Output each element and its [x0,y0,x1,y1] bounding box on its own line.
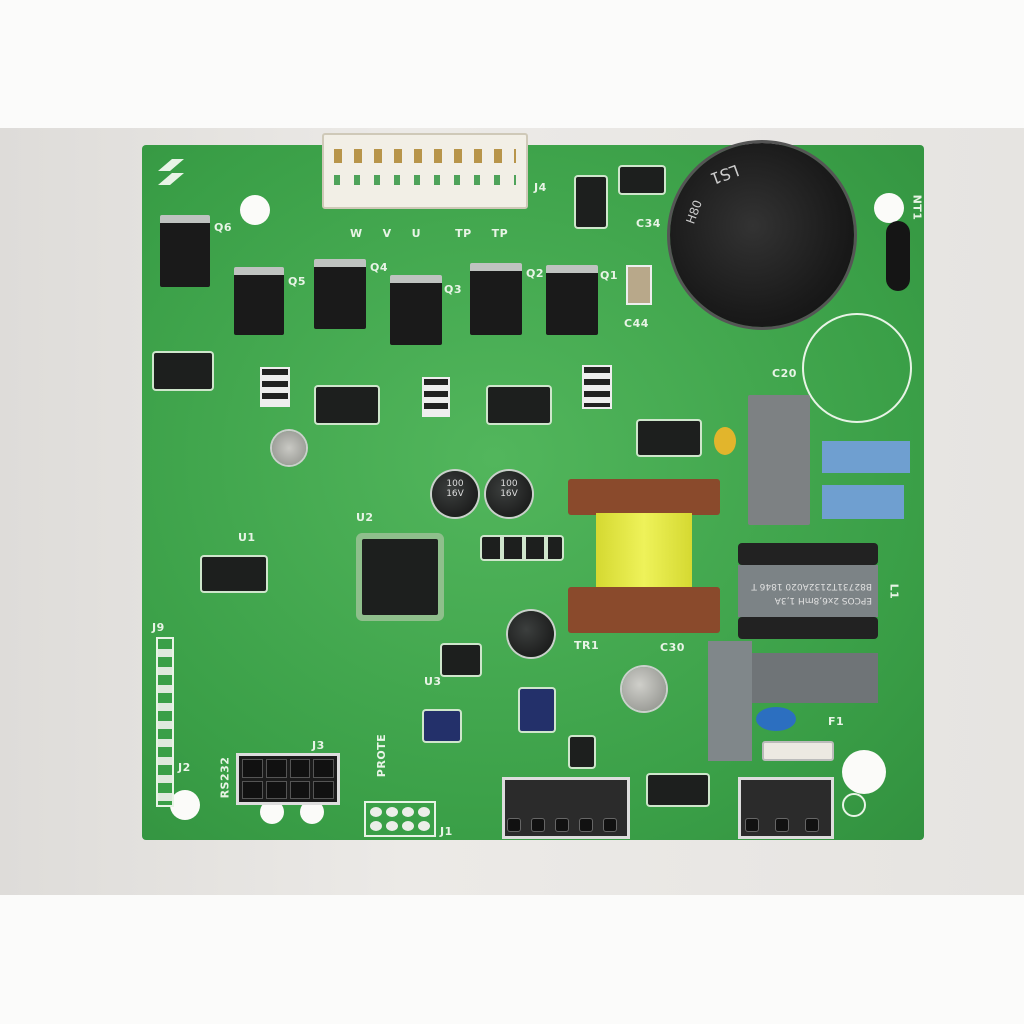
electrolytic-capacitor [272,431,306,465]
connector-j4 [322,133,528,209]
label-l1: L1 [887,583,901,600]
ic [648,775,708,805]
capacitor-c20-outline [802,313,912,423]
bulk-capacitor: LS1 H80 [670,143,854,327]
label-u2: U2 [356,511,374,524]
choke-text-line1: EPCOS 2x6,8mH 1,3A [774,595,872,605]
electrolytic-capacitor-100uf: 100 16V [486,471,532,517]
mount-hole [842,750,886,794]
electrolytic-capacitor [508,611,554,657]
cap-voltage: 16V [500,489,518,499]
cap-voltage: 16V [446,489,464,499]
common-mode-choke-l1: EPCOS 2x6,8mH 1,3A B82731T2132A020 1846 … [738,543,878,639]
ground-icon [842,793,866,817]
terminal-block-5pin [502,777,630,839]
mount-hole [240,195,270,225]
film-capacitor [748,395,810,525]
pin-label: W [350,227,363,240]
label-j1: J1 [440,825,453,838]
capacitor-text: H80 [683,198,705,226]
ic [488,387,550,423]
transistor-q2 [470,263,522,335]
label-q2: Q2 [526,267,545,280]
label-q1: Q1 [600,269,619,282]
electrolytic-capacitor [622,667,666,711]
label-c30: C30 [660,641,685,654]
label-j2: J2 [178,761,191,774]
electrolytic-capacitor-100uf: 100 16V [432,471,478,517]
pin-label: V [382,227,392,240]
mount-hole [874,193,904,223]
ic-u3 [442,645,480,675]
mount-hole [170,790,200,820]
transistor-q4 [314,259,366,329]
film-capacitor-blue [822,441,910,473]
film-capacitor-blue [822,485,904,519]
pin-label: TP [455,227,472,240]
label-f1: F1 [828,715,845,728]
transistor-q6 [160,215,210,287]
rs232-connector [236,753,340,805]
microcontroller-u2 [362,539,438,615]
transistor-array [482,537,562,559]
label-u1: U1 [238,531,256,544]
label-nt1: NT1 [910,194,924,221]
pin-label: U [411,227,422,240]
label-rs232: RS232 [218,756,232,799]
choke-text-line2: B82731T2132A020 1846 T [751,581,872,591]
ic [638,421,700,455]
film-capacitor [708,641,752,761]
label-j3: J3 [312,739,325,752]
label-prote: PROTE [375,733,389,778]
thermistor [886,221,910,291]
resistor [422,377,450,417]
transformer-tr1 [568,479,720,633]
label-c20: C20 [772,367,797,380]
label-q6: Q6 [214,221,233,234]
label-tr1: TR1 [574,639,600,652]
film-capacitor [752,653,878,703]
resistor [582,365,612,409]
label-q3: Q3 [444,283,463,296]
transistor-q3 [390,275,442,345]
pcb-board: J4 W V U TP TP Q6 Q5 Q4 Q3 Q2 Q1 C34 C44… [142,133,924,840]
inductor [520,689,554,731]
fuse-f1 [762,741,834,761]
label-c34: C34 [636,217,661,230]
ic [316,387,378,423]
transistor-q5 [234,267,284,335]
label-u3: U3 [424,675,442,688]
component [576,177,606,227]
j4-pin-labels: W V U TP TP [350,227,508,240]
logo-icon [154,157,188,187]
capacitor-text: LS1 [707,160,742,189]
label-j4: J4 [534,181,547,194]
transistor-q1 [546,265,598,335]
label-q5: Q5 [288,275,307,288]
pin-label: TP [491,227,509,240]
y-capacitor [714,427,736,455]
header-j1 [364,801,436,837]
label-q4: Q4 [370,261,389,274]
cap-value: 100 [446,479,464,489]
inductor [424,711,460,741]
ic-u1 [202,557,266,591]
header-j9 [156,637,174,807]
resistor [260,367,290,407]
ic [154,353,212,389]
label-j9: J9 [152,621,165,634]
transistor [570,737,594,767]
capacitor-c44 [626,265,652,305]
label-c44: C44 [624,317,649,330]
terminal-block-3pin [738,777,834,839]
varistor [756,707,796,731]
cap-value: 100 [500,479,518,489]
component [620,167,664,193]
